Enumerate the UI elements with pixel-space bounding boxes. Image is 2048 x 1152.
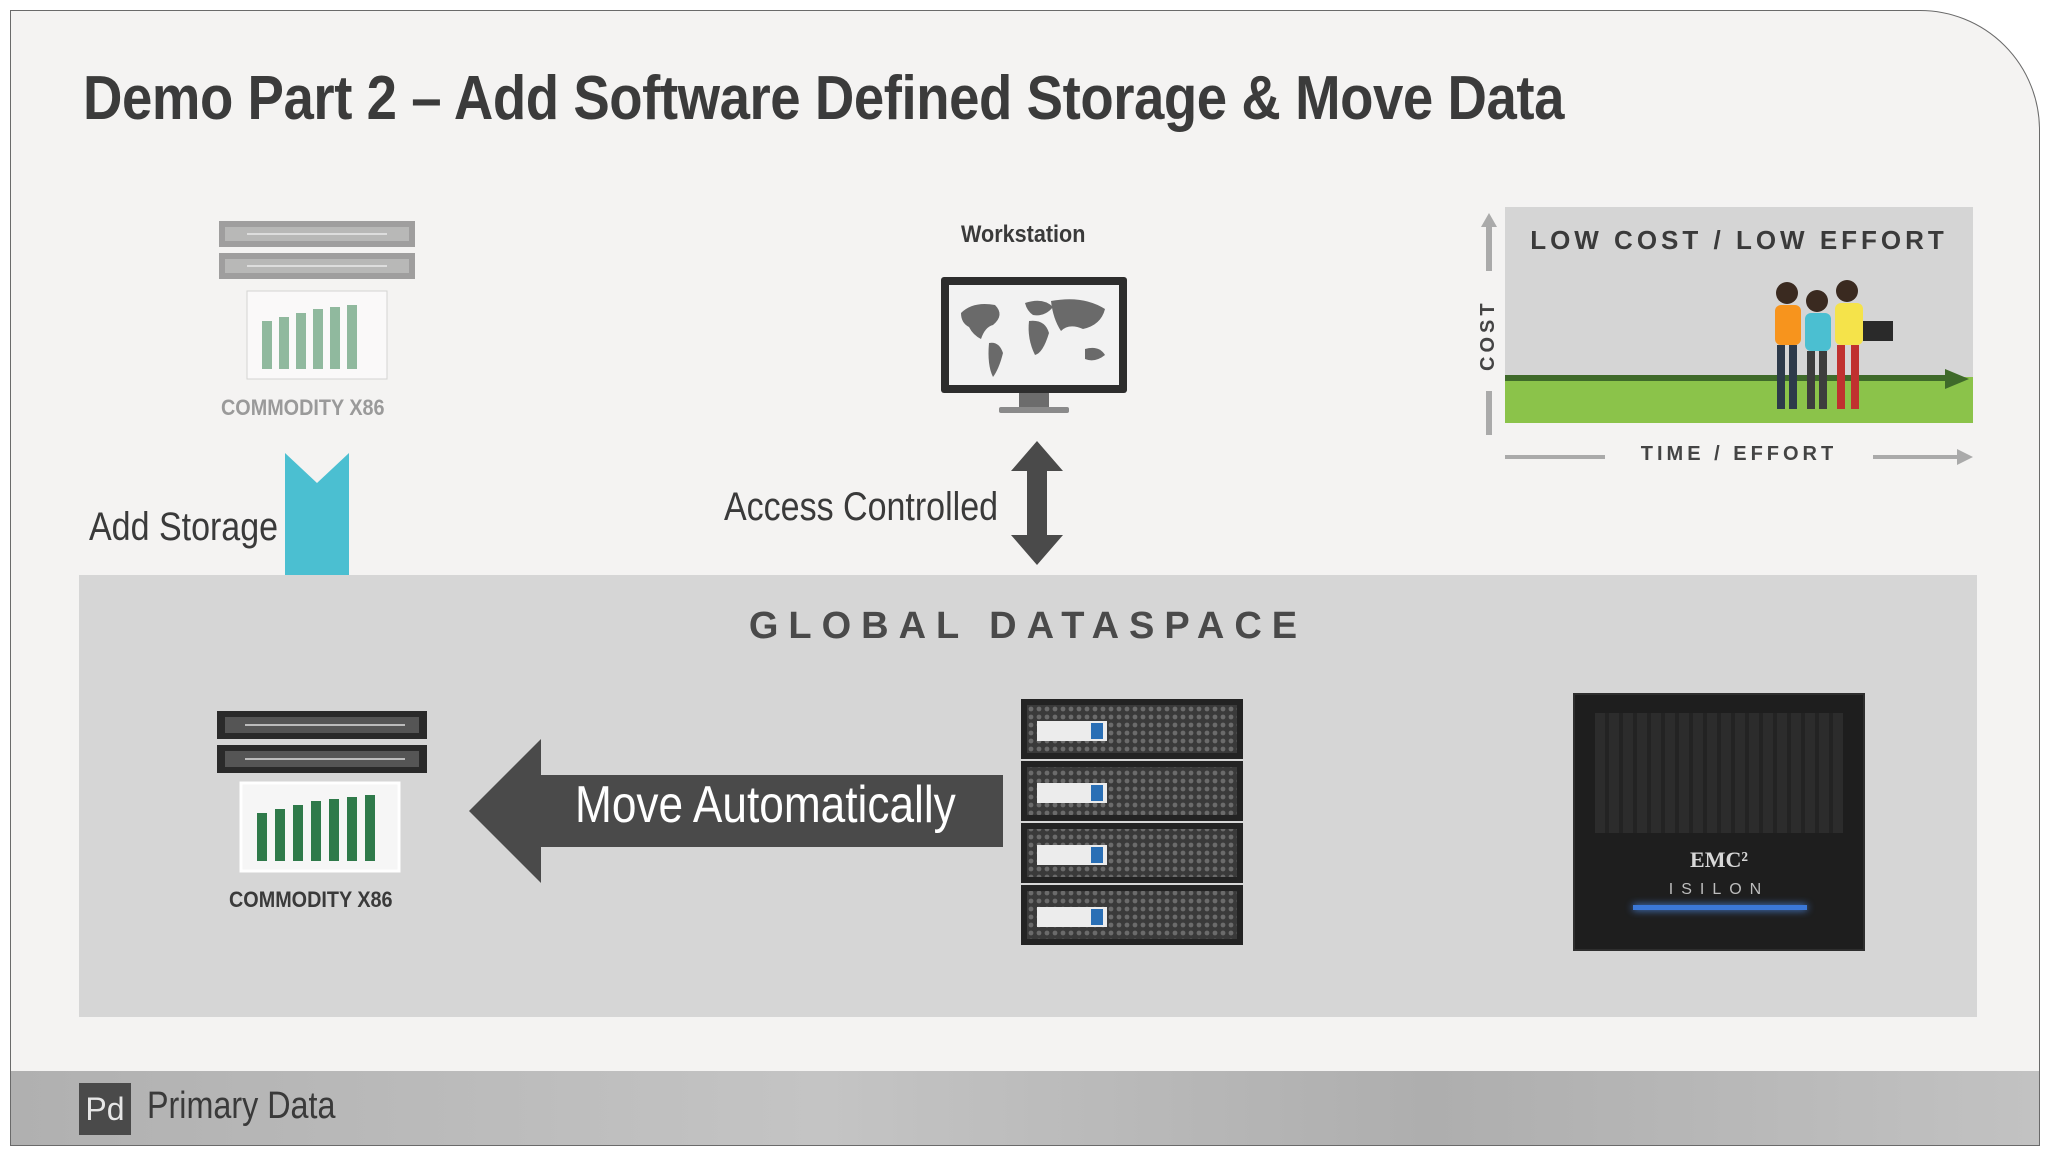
- commodity-top-label: COMMODITY X86: [221, 395, 385, 420]
- access-double-arrow-icon: [1011, 441, 1063, 565]
- cost-chart-trend-line: [1505, 375, 1953, 381]
- time-axis-arrowhead-icon: [1957, 449, 1973, 465]
- slide-title: Demo Part 2 – Add Software Defined Stora…: [83, 64, 1565, 133]
- workstation-label: Workstation: [961, 221, 1086, 248]
- slide: Demo Part 2 – Add Software Defined Stora…: [10, 10, 2040, 1146]
- cost-chart-green-band: [1505, 377, 1973, 423]
- primary-data-logo-icon: Pd: [79, 1083, 131, 1135]
- cost-chart-title: LOW COST / LOW EFFORT: [1530, 225, 1948, 255]
- time-effort-axis: TIME / EFFORT: [1505, 443, 1973, 473]
- workstation-monitor-icon: [941, 277, 1127, 413]
- storage-array-icon: [1021, 699, 1243, 945]
- cost-axis-label: COST: [1477, 299, 1499, 371]
- cost-axis-arrow-icon: [1481, 213, 1497, 435]
- trend-arrowhead-icon: [1945, 369, 1969, 389]
- isilon-vent-grille: [1595, 713, 1843, 833]
- people-group-icon: [1775, 280, 1893, 409]
- isilon-model: ISILON: [1668, 881, 1770, 898]
- footer-bar: Pd Primary Data: [11, 1071, 2039, 1145]
- move-automatically-arrow-icon: [469, 739, 1003, 883]
- move-automatically-label: Move Automatically: [575, 776, 956, 834]
- footer-brand-name: Primary Data: [147, 1085, 336, 1127]
- emc-isilon-array: EMC² ISILON: [1573, 693, 1865, 951]
- cost-chart-panel: LOW COST / LOW EFFORT: [1505, 207, 1973, 423]
- global-dataspace-title: GLOBAL DATASPACE: [748, 605, 1308, 647]
- isilon-status-light: [1633, 905, 1807, 910]
- commodity-server-icon: [217, 711, 427, 873]
- isilon-brand: EMC²: [1690, 847, 1748, 872]
- add-storage-label: Add Storage: [89, 505, 279, 549]
- global-dataspace-panel: GLOBAL DATASPACE COMMODITY X86 Move Auto…: [79, 575, 1977, 1017]
- commodity-bottom-label: COMMODITY X86: [229, 887, 393, 912]
- commodity-server-faded-icon: [219, 221, 415, 380]
- access-controlled-label: Access Controlled: [724, 485, 999, 529]
- time-effort-label: TIME / EFFORT: [1640, 443, 1838, 465]
